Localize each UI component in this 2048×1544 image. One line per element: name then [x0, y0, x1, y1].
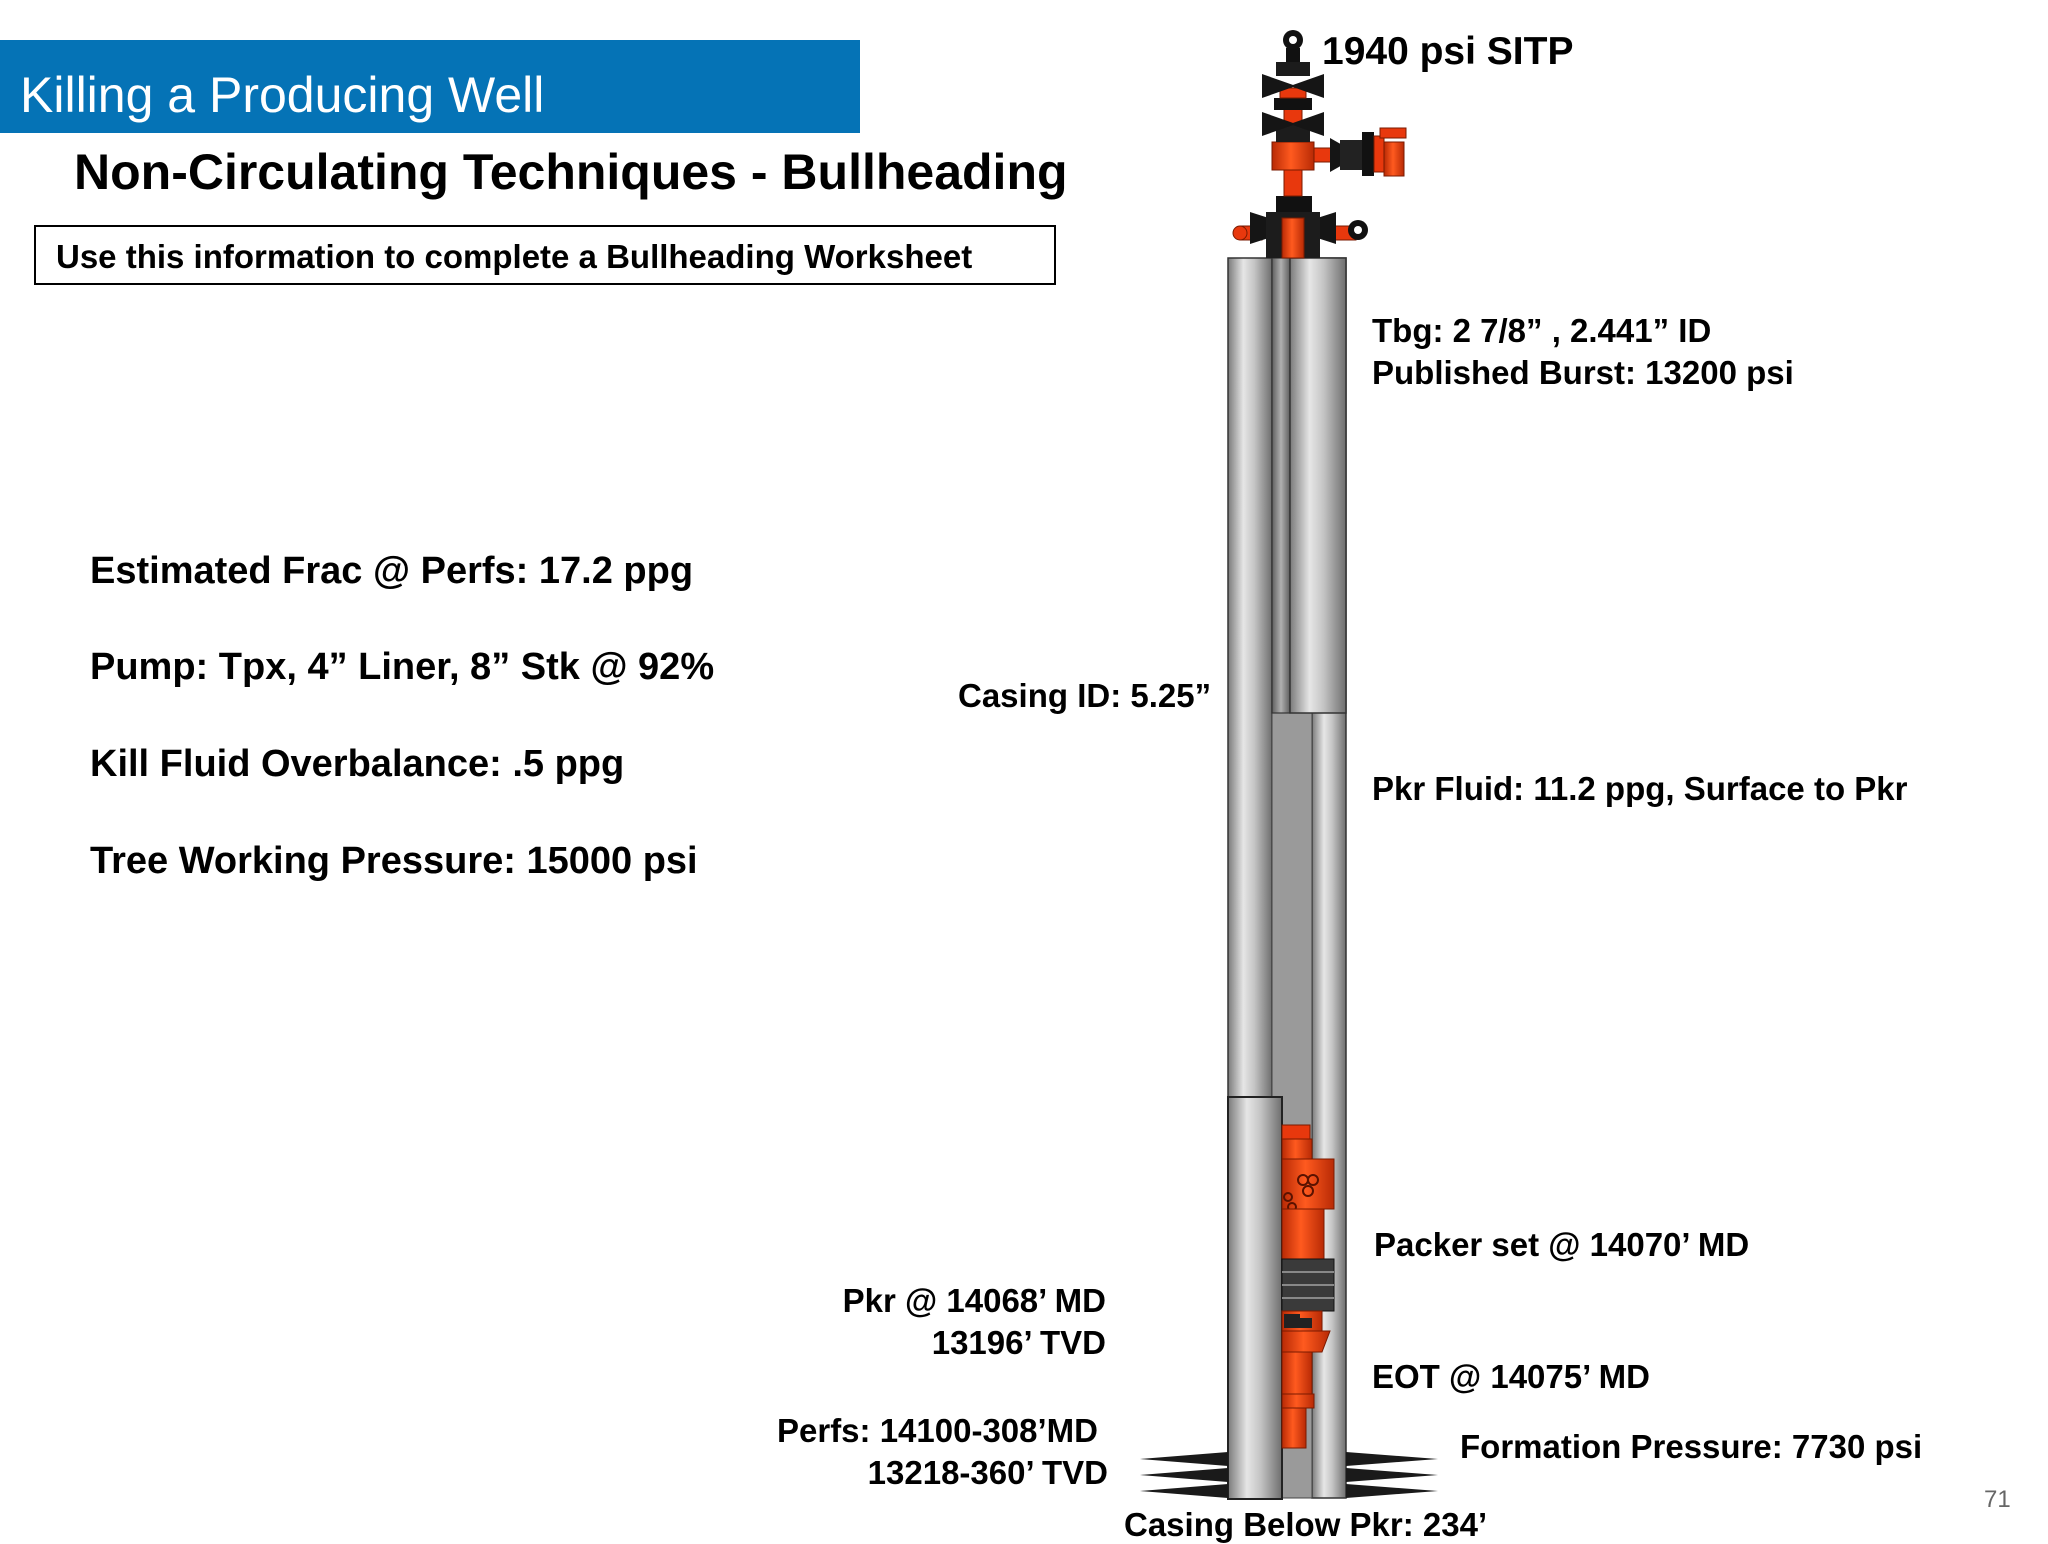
packer-assembly — [1281, 1124, 1335, 1449]
formation-pressure-label: Formation Pressure: 7730 psi — [1460, 1428, 1923, 1465]
page-title: Killing a Producing Well — [20, 67, 545, 123]
param-pump: Pump: Tpx, 4” Liner, 8” Stk @ 92% — [90, 646, 715, 688]
param-frac: Estimated Frac @ Perfs: 17.2 ppg — [90, 550, 694, 592]
title-banner — [0, 40, 860, 133]
casing-below-pkr-label: Casing Below Pkr: 234’ — [1124, 1506, 1488, 1543]
page-subtitle: Non-Circulating Techniques - Bullheading — [74, 144, 1068, 200]
perfs-md-label: Perfs: 14100-308’MD — [776, 1412, 1098, 1449]
perfs-tvd-label: 13218-360’ TVD — [867, 1454, 1108, 1491]
sitp-label: 1940 psi SITP — [1322, 30, 1574, 73]
instruction-text: Use this information to complete a Bullh… — [56, 238, 973, 275]
param-tree-pressure: Tree Working Pressure: 15000 psi — [90, 840, 698, 882]
perforations-right — [1346, 1452, 1438, 1498]
pkr-tvd-label: 13196’ TVD — [931, 1324, 1106, 1361]
page-number: 71 — [1984, 1486, 2011, 1513]
tubing-label: Tbg: 2 7/8” , 2.441” ID — [1372, 312, 1712, 349]
pkr-md-label: Pkr @ 14068’ MD — [842, 1282, 1106, 1319]
christmas-tree — [1232, 30, 1407, 259]
eot-label: EOT @ 14075’ MD — [1372, 1358, 1650, 1395]
tubing-string — [1271, 257, 1347, 714]
burst-label: Published Burst: 13200 psi — [1372, 354, 1794, 391]
packer-set-label: Packer set @ 14070’ MD — [1374, 1226, 1750, 1263]
lower-casing-section — [1227, 1096, 1283, 1500]
pkr-fluid-label: Pkr Fluid: 11.2 ppg, Surface to Pkr — [1372, 770, 1908, 807]
instruction-box — [34, 225, 1056, 285]
casing-id-label: Casing ID: 5.25” — [958, 677, 1212, 714]
param-overbalance: Kill Fluid Overbalance: .5 ppg — [90, 743, 625, 785]
perforations-left — [1140, 1452, 1228, 1498]
